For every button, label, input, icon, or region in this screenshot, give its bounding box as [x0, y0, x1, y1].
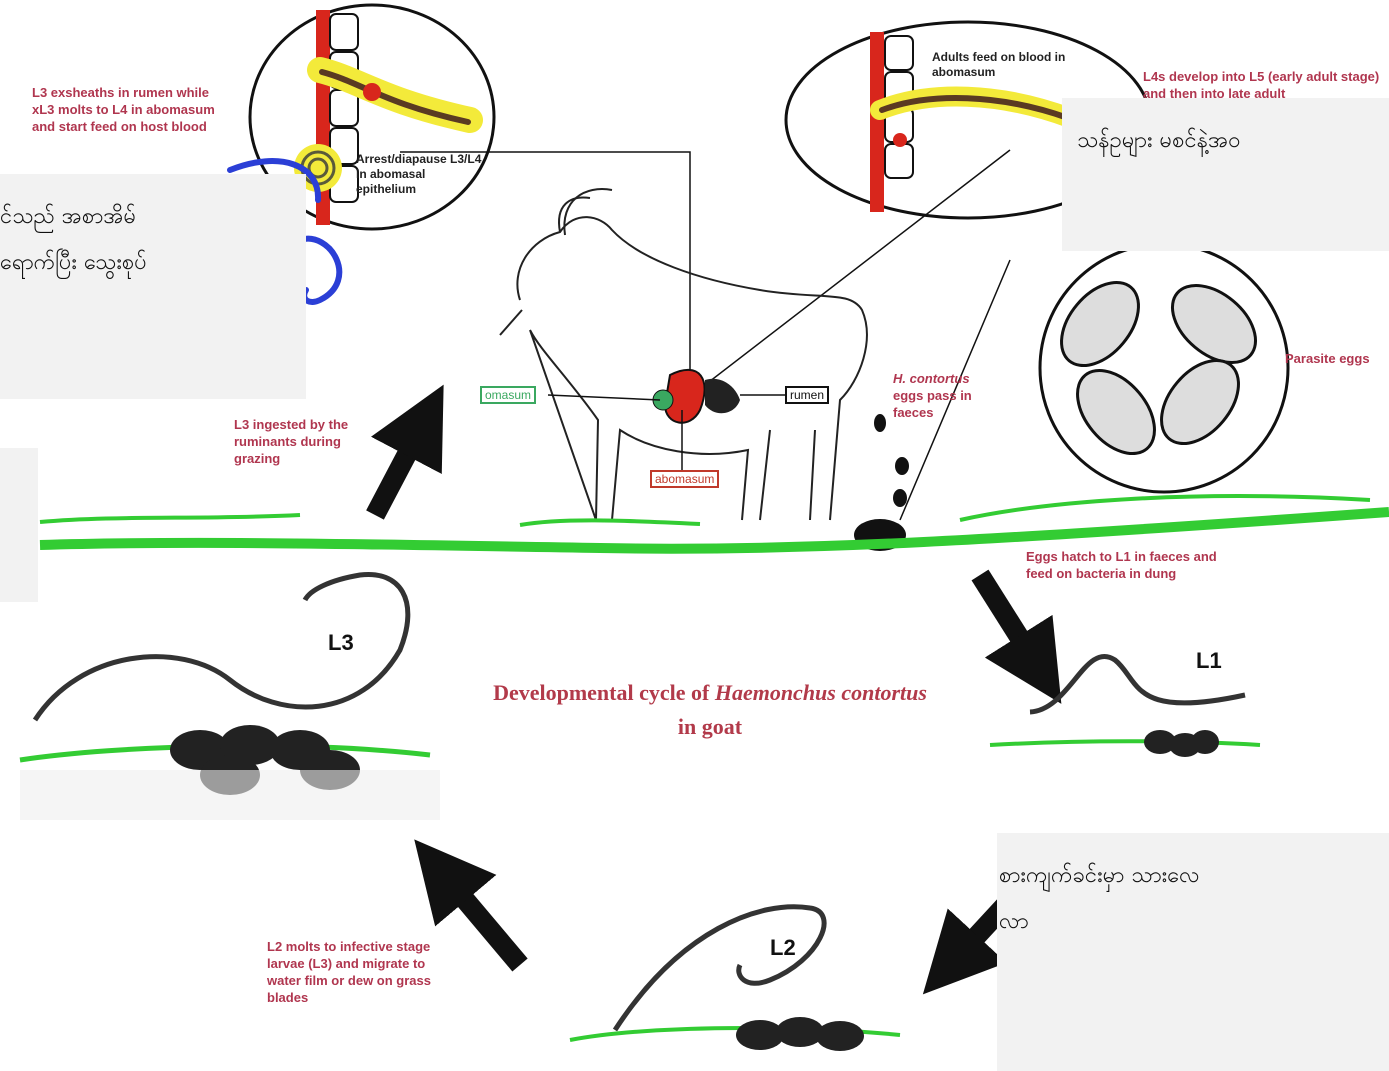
overlay-bottom-right-line1: စားကျက်ခင်းမှာ သားလေ	[999, 853, 1389, 899]
label-larva-l2: L2	[770, 935, 796, 961]
overlay-top-left-line1: င်သည် အစာအိမ်	[0, 194, 306, 240]
label-l2-molts: L2 molts to infective stage larvae (L3) …	[267, 938, 442, 1006]
title-italic: Haemonchus contortus	[715, 680, 927, 705]
label-eggs-hatch: Eggs hatch to L1 in faeces and feed on b…	[1026, 548, 1236, 582]
label-larva-l3: L3	[328, 630, 354, 656]
overlay-bottom-right-line2: လာ	[999, 899, 1389, 945]
overlay-bottom-right: စားကျက်ခင်းမှာ သားလေ လာ	[997, 833, 1389, 1071]
overlay-top-left: င်သည် အစာအိမ် ရောက်ပြီး သွေးစုပ်	[0, 174, 306, 399]
overlay-top-right-line1: သန်ဥများ မစင်နဲ့အဝ	[1077, 118, 1389, 164]
larva-l2-illustration	[570, 907, 900, 1051]
overlay-mid-left	[0, 448, 38, 602]
label-h-contortus: H. contortus	[893, 370, 993, 387]
title-part2: in goat	[678, 714, 742, 739]
title-part1: Developmental cycle of	[493, 680, 715, 705]
overlay-top-right: သန်ဥများ မစင်နဲ့အဝ	[1062, 98, 1389, 251]
parasite-eggs-inset	[1040, 244, 1288, 492]
label-arrest-diapause: Arrest/diapause L3/L4 in abomasal epithe…	[356, 152, 486, 197]
larva-l3-illustration	[20, 574, 440, 820]
falling-pellets	[854, 414, 909, 551]
label-l3-exsheaths: L3 exsheaths in rumen while xL3 molts to…	[32, 84, 232, 135]
overlay-top-left-line2: ရောက်ပြီး သွေးစုပ်	[0, 240, 306, 286]
label-l3-ingested: L3 ingested by the ruminants during graz…	[234, 416, 374, 467]
label-rumen: rumen	[785, 386, 829, 404]
goat-stomach	[653, 370, 740, 423]
diagram-title: Developmental cycle of Haemonchus contor…	[440, 676, 980, 744]
label-larva-l1: L1	[1196, 648, 1222, 674]
label-adults-feed: Adults feed on blood in abomasum	[932, 50, 1082, 80]
label-abomasum: abomasum	[650, 470, 719, 488]
label-omasum: omasum	[480, 386, 536, 404]
label-l4-develop: L4s develop into L5 (early adult stage) …	[1143, 68, 1383, 98]
label-eggs-pass: eggs pass in faeces	[893, 387, 993, 421]
label-parasite-eggs: Parasite eggs	[1285, 350, 1389, 367]
